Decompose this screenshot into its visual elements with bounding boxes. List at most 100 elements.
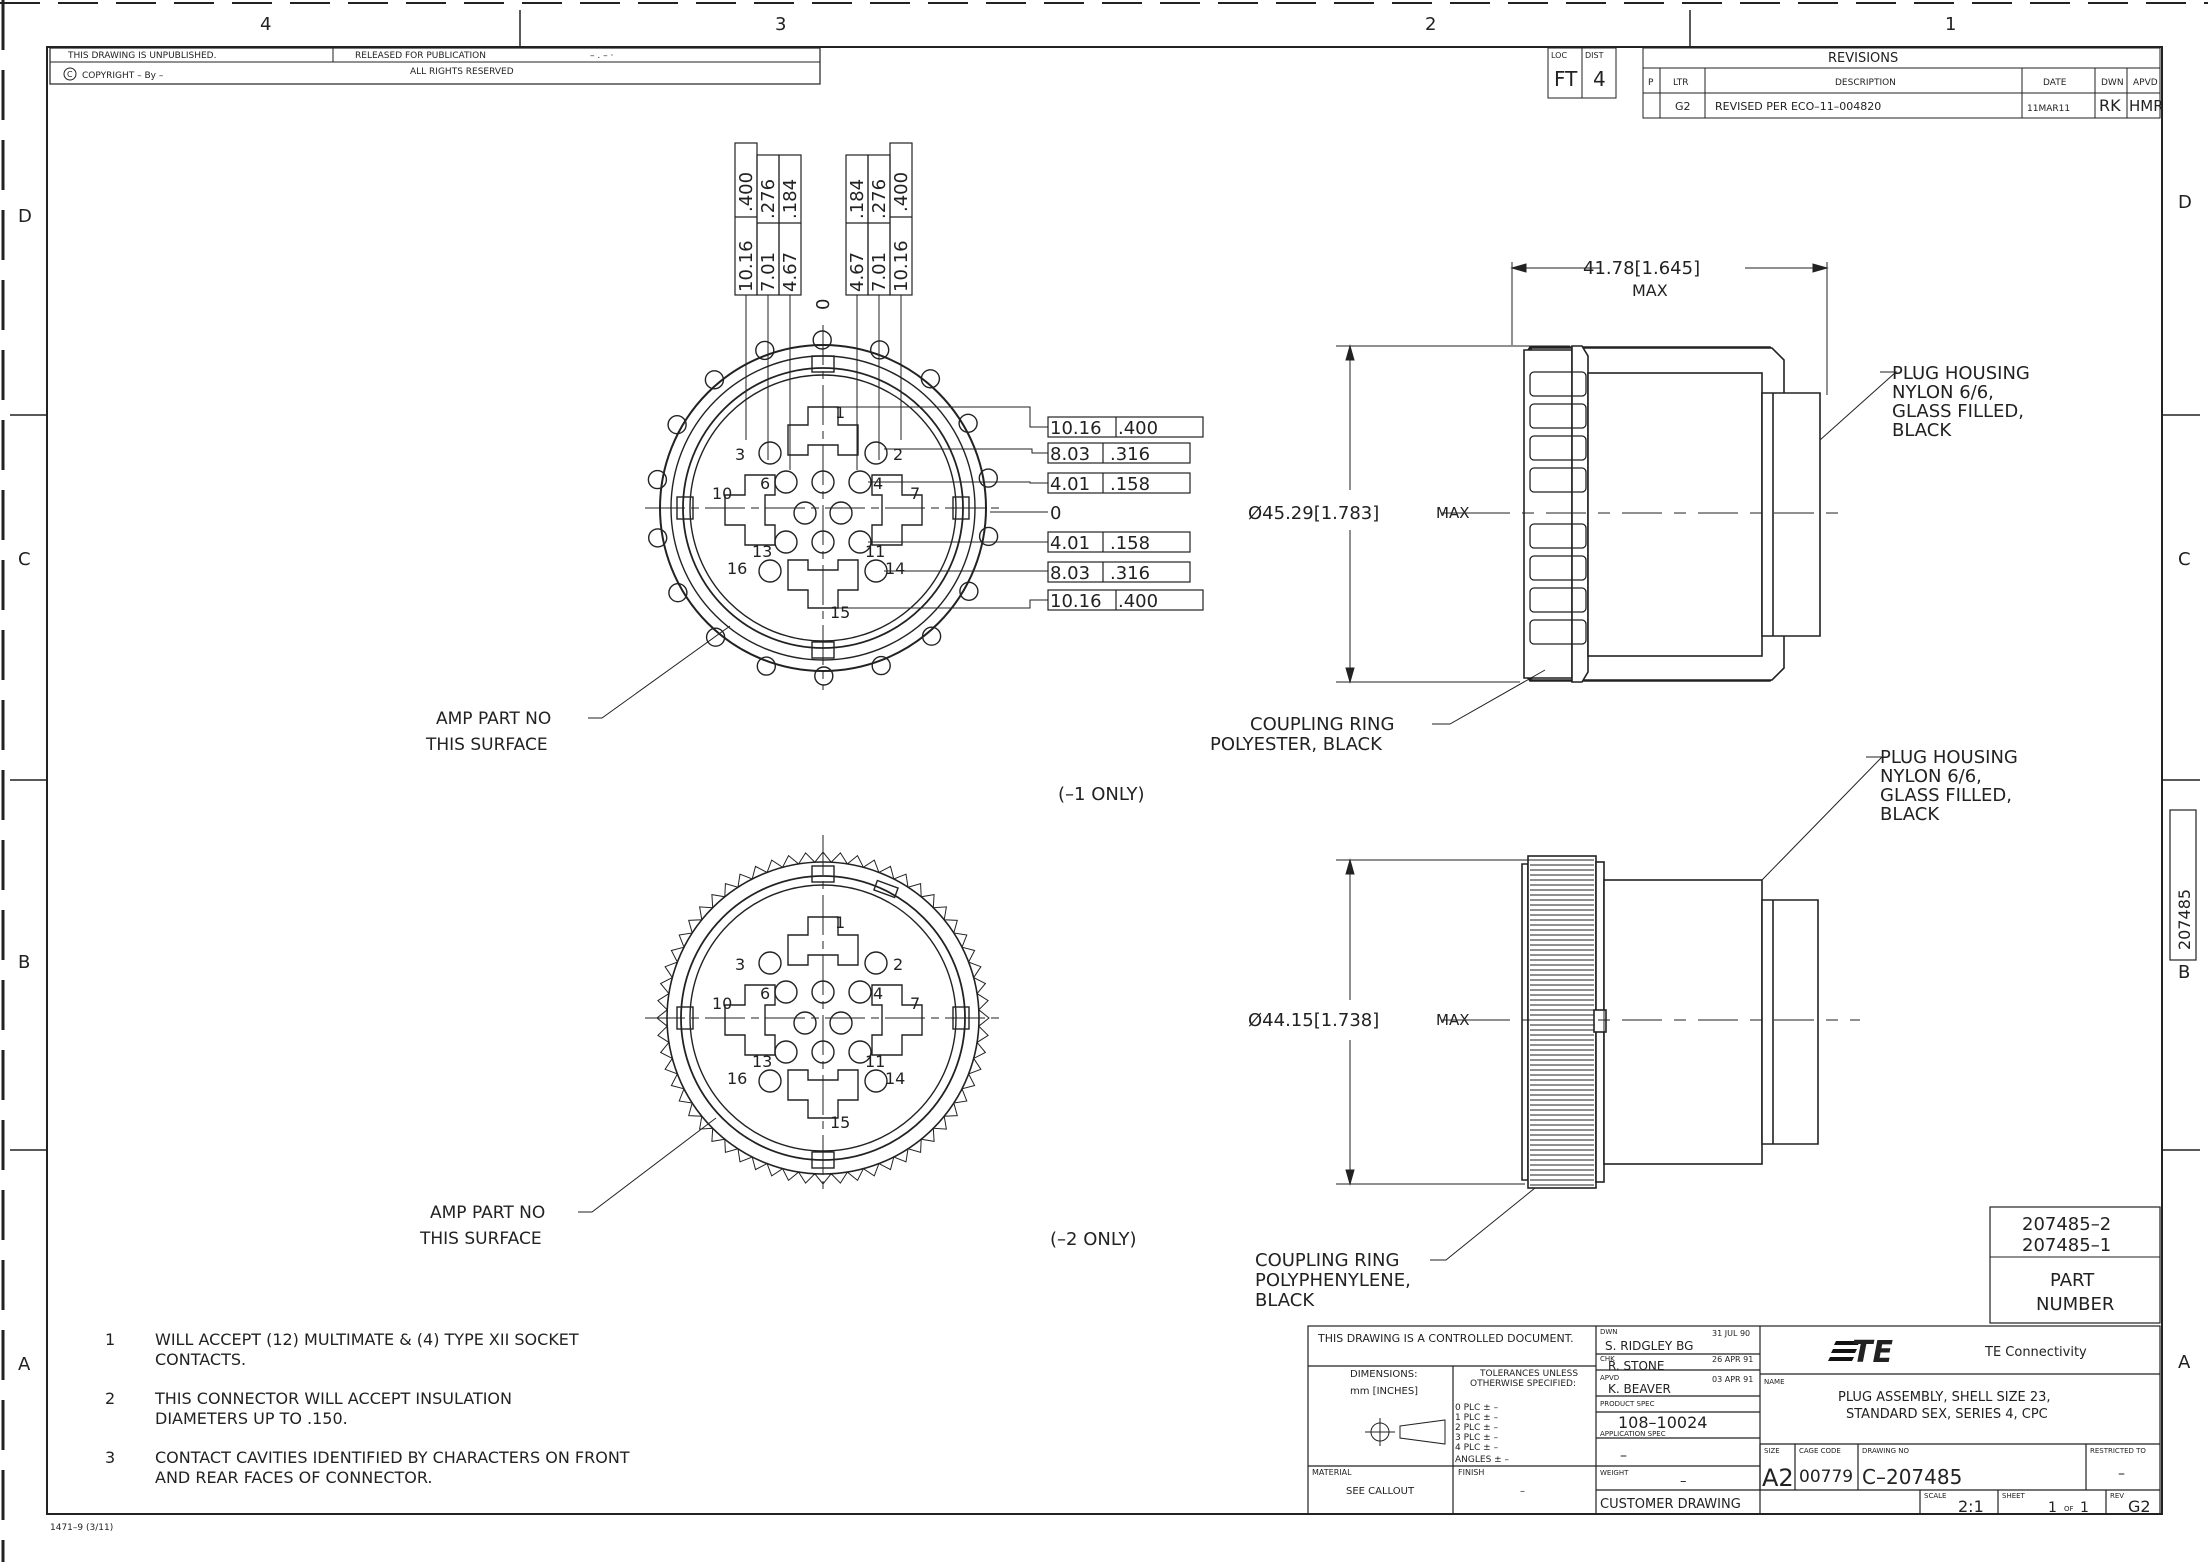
rdim-1-in: .400	[1118, 418, 1158, 439]
note-2-line1: THIS CONNECTOR WILL ACCEPT INSULATION	[154, 1389, 512, 1408]
dist-label: DIST	[1585, 51, 1604, 60]
ring-bump	[814, 666, 834, 686]
amp-part-1-line2: THIS SURFACE	[425, 735, 548, 755]
tol-4: 4 PLC ± –	[1455, 1443, 1499, 1453]
side2-plug-2: NYLON 6/6,	[1880, 766, 1982, 787]
side-view-2-geometry	[1521, 855, 1819, 1189]
title-block	[1307, 1325, 2161, 1515]
note-2-num: 2	[105, 1389, 115, 1408]
side-tab: 207485	[2169, 809, 2197, 961]
amp-part-2-line2: THIS SURFACE	[419, 1229, 542, 1249]
restricted-label: RESTRICTED TO	[2090, 1447, 2146, 1455]
top-dim-l3-mm: 4.67	[780, 252, 801, 292]
rdim-6-in: .400	[1118, 591, 1158, 612]
loc-dist-block: LOC FT DIST 4	[1547, 47, 1617, 99]
form-number: 1471–9 (3/11)	[50, 1523, 113, 1533]
unpublished-text: THIS DRAWING IS UNPUBLISHED.	[67, 51, 216, 61]
chk-label: CHK	[1600, 1355, 1615, 1363]
tolerances-2: OTHERWISE SPECIFIED:	[1470, 1379, 1576, 1389]
face-view-1-cavity-labels: 1 2 3 4 6 7 10 11 13 14 15 16	[712, 403, 920, 622]
note-1-line2: CONTACTS.	[155, 1350, 246, 1369]
cav1-1: 1	[835, 403, 845, 422]
tolerances-1: TOLERANCES UNLESS	[1479, 1369, 1578, 1379]
product-spec: 108–10024	[1618, 1413, 1707, 1432]
side-view-2-lines	[1336, 756, 1884, 1261]
sheet-of: OF	[2064, 1505, 2074, 1513]
zone-row-b-right: B	[2178, 962, 2190, 983]
top-dimension-text: 10.16 .400 7.01 .276 4.67 .184 4.67 .184…	[736, 172, 912, 310]
side2-ring-1: COUPLING RING	[1255, 1250, 1399, 1271]
rev-col-dwn: DWN	[2101, 78, 2124, 88]
cage-value: 00779	[1799, 1467, 1853, 1487]
rdim-zero: 0	[1050, 503, 1061, 524]
scale-value: 2:1	[1958, 1497, 1984, 1516]
released-text: RELEASED FOR PUBLICATION	[355, 51, 486, 61]
dist-value: 4	[1593, 67, 1606, 91]
top-dimension-boxes	[734, 142, 913, 470]
company-name: TE Connectivity	[1984, 1345, 2087, 1360]
finish-value: –	[1520, 1486, 1525, 1497]
tol-0: 0 PLC ± –	[1455, 1403, 1499, 1413]
rdim-3-mm: 4.01	[1050, 474, 1090, 495]
dwn-label: DWN	[1600, 1328, 1618, 1336]
view2-only-label: (–2 ONLY)	[1050, 1229, 1136, 1250]
coupling-ring-rib	[1529, 555, 1587, 581]
rights-text: ALL RIGHTS RESERVED	[410, 67, 514, 77]
sheet-total: 1	[2080, 1500, 2089, 1516]
cav1-13: 13	[752, 542, 772, 561]
sheet-value: 1	[2048, 1500, 2057, 1516]
rev-ltr: G2	[1675, 100, 1691, 113]
side-view-2-knurl	[1530, 859, 1594, 1186]
rev-col-ltr: LTR	[1673, 78, 1689, 88]
side1-plug-2: NYLON 6/6,	[1892, 382, 1994, 403]
rev-date: 11MAR11	[2027, 104, 2070, 114]
material-label: MATERIAL	[1312, 1468, 1352, 1477]
apvd-label: APVD	[1600, 1374, 1619, 1382]
part-number-1: 207485–1	[2022, 1235, 2111, 1256]
tol-3: 3 PLC ± –	[1455, 1433, 1499, 1443]
part-label-2: NUMBER	[2036, 1294, 2114, 1315]
side-view-1-ribs	[1529, 371, 1587, 645]
right-dimension-boxes	[838, 406, 1204, 611]
cav1-16: 16	[727, 559, 747, 578]
title-block-tolerance-symbol	[1365, 1418, 1446, 1446]
view1-only-label: (–1 ONLY)	[1058, 784, 1144, 805]
dwn-name: S. RIDGLEY BG	[1605, 1339, 1693, 1353]
app-spec-label: APPLICATION SPEC	[1600, 1430, 1666, 1438]
app-spec: –	[1620, 1448, 1627, 1464]
top-dim-l2-in: .276	[758, 179, 779, 219]
cav1-14: 14	[885, 559, 905, 578]
side1-plug-4: BLACK	[1892, 420, 1952, 441]
cav1-7: 7	[910, 484, 920, 503]
cav2-16: 16	[727, 1069, 747, 1088]
loc-value: FT	[1554, 67, 1578, 91]
chk-date: 26 APR 91	[1712, 1355, 1753, 1364]
apvd-name: K. BEAVER	[1608, 1382, 1671, 1396]
side1-ring-2: POLYESTER, BLACK	[1210, 734, 1383, 755]
zone-row-a-left: A	[18, 1354, 31, 1375]
name-line-1: PLUG ASSEMBLY, SHELL SIZE 23,	[1838, 1390, 2051, 1405]
publication-block: THIS DRAWING IS UNPUBLISHED. C COPYRIGHT…	[49, 47, 821, 85]
part-number-block: 207485–2 207485–1 PART NUMBER	[1989, 1206, 2161, 1324]
zone-row-d-left: D	[18, 206, 32, 227]
cav2-2: 2	[893, 955, 903, 974]
top-dim-r2-mm: 7.01	[869, 252, 890, 292]
cav2-7: 7	[910, 994, 920, 1013]
tol-2: 2 PLC ± –	[1455, 1423, 1499, 1433]
side-view-1-geometry	[1523, 345, 1821, 683]
rdim-2-in: .316	[1110, 444, 1150, 465]
size-value: A2	[1762, 1464, 1794, 1492]
chk-name: R. STONE	[1608, 1359, 1665, 1373]
note-3-line2: AND REAR FACES OF CONNECTOR.	[155, 1468, 432, 1487]
top-dim-l2-mm: 7.01	[758, 252, 779, 292]
cav2-14: 14	[885, 1069, 905, 1088]
cav1-6: 6	[760, 474, 770, 493]
finish-label: FINISH	[1458, 1468, 1484, 1477]
tol-1: 1 PLC ± –	[1455, 1413, 1499, 1423]
note-2-line2: DIAMETERS UP TO .150.	[155, 1409, 348, 1428]
note-3-num: 3	[105, 1448, 115, 1467]
cav2-13: 13	[752, 1052, 772, 1071]
rev-label: REV	[2110, 1492, 2124, 1500]
part-label-1: PART	[2050, 1270, 2095, 1291]
dwn-date: 31 JUL 90	[1712, 1329, 1750, 1338]
